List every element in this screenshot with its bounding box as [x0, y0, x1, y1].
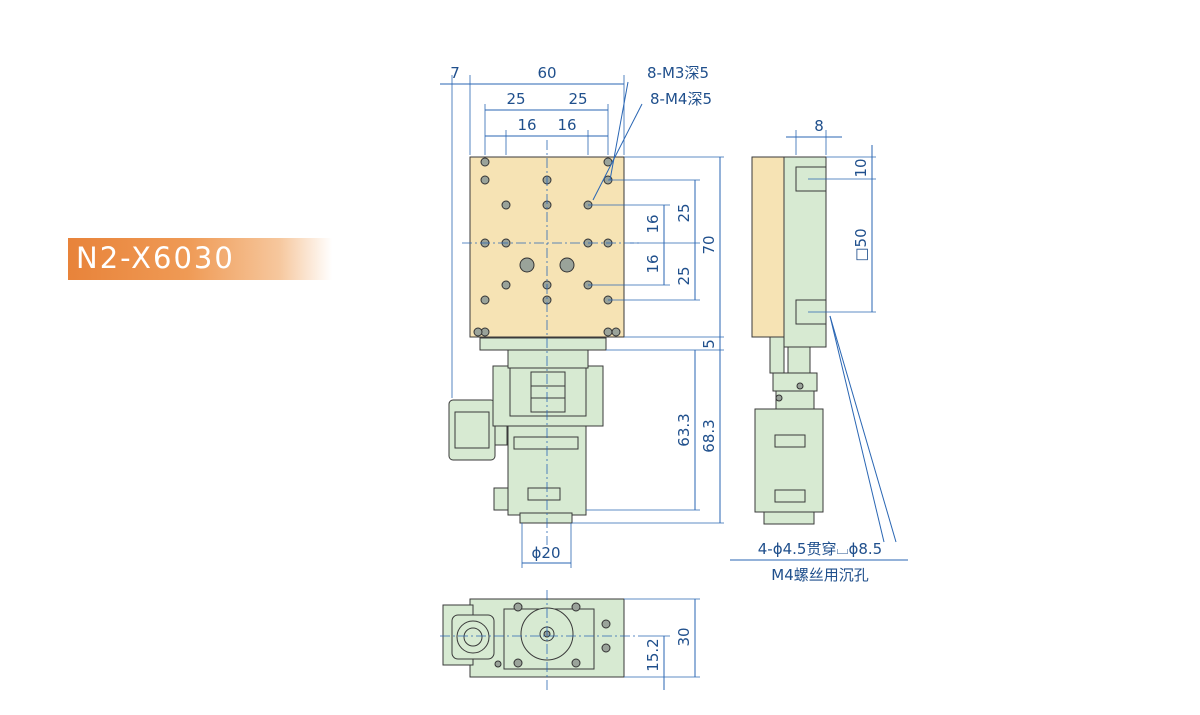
model-badge: N2-X6030	[68, 238, 332, 280]
mounting-hole	[480, 295, 490, 305]
dim-68-3: 68.3	[700, 419, 718, 452]
mounting-hole	[501, 200, 511, 210]
side-view	[751, 156, 827, 525]
side-plate	[751, 156, 785, 338]
front-view	[448, 140, 640, 545]
mounting-hole	[611, 327, 621, 337]
dim-25-left: 25	[506, 90, 525, 108]
bottom-view	[440, 590, 640, 690]
dim-25-upper: 25	[675, 203, 693, 222]
mounting-hole	[603, 327, 613, 337]
dim-15-2: 15.2	[644, 638, 662, 671]
dim-16-lower: 16	[644, 254, 662, 273]
dim-7: 7	[450, 64, 460, 82]
coupling	[530, 371, 566, 413]
mounting-hole	[501, 280, 511, 290]
dim-16-right: 16	[557, 116, 576, 134]
dim-16-left: 16	[517, 116, 536, 134]
m3-callout: 8-M3深5	[647, 64, 709, 82]
phi20-dimension: ϕ20	[521, 523, 572, 568]
dim-sq50: □50	[852, 228, 870, 261]
mounting-hole	[473, 327, 483, 337]
counterbore-hole	[559, 257, 575, 273]
bottom-dimensions: 30 15.2	[624, 598, 700, 690]
dim-16-upper: 16	[644, 214, 662, 233]
dim-25-right: 25	[568, 90, 587, 108]
model-label: N2-X6030	[76, 241, 235, 275]
hole-note-1: 4-ϕ4.5贯穿⌴ϕ8.5	[758, 540, 882, 558]
m4-callout: 8-M4深5	[650, 90, 712, 108]
dim-side-8: 8	[814, 117, 824, 135]
mounting-hole	[480, 157, 490, 167]
front-top-dimensions: 7 60 25 25 16 16 8-M3深5 8-M4深5	[440, 64, 712, 398]
dim-25-lower: 25	[675, 266, 693, 285]
dim-30: 30	[675, 627, 693, 646]
front-right-dimensions: 25 16 16 25 70 5 63.3 68.3	[572, 156, 724, 524]
dim-60: 60	[537, 64, 556, 82]
dim-63-3: 63.3	[675, 413, 693, 446]
dim-phi20: ϕ20	[532, 544, 561, 562]
dim-side-10: 10	[852, 158, 870, 177]
side-dimensions: 8 10 □50 4-ϕ4.5贯穿⌴ϕ8.5 M4螺丝用沉孔	[730, 117, 908, 584]
hole-note-2: M4螺丝用沉孔	[771, 566, 869, 584]
dim-5: 5	[700, 339, 718, 349]
mounting-hole	[480, 175, 490, 185]
counterbore-hole	[519, 257, 535, 273]
dim-70: 70	[700, 235, 718, 254]
